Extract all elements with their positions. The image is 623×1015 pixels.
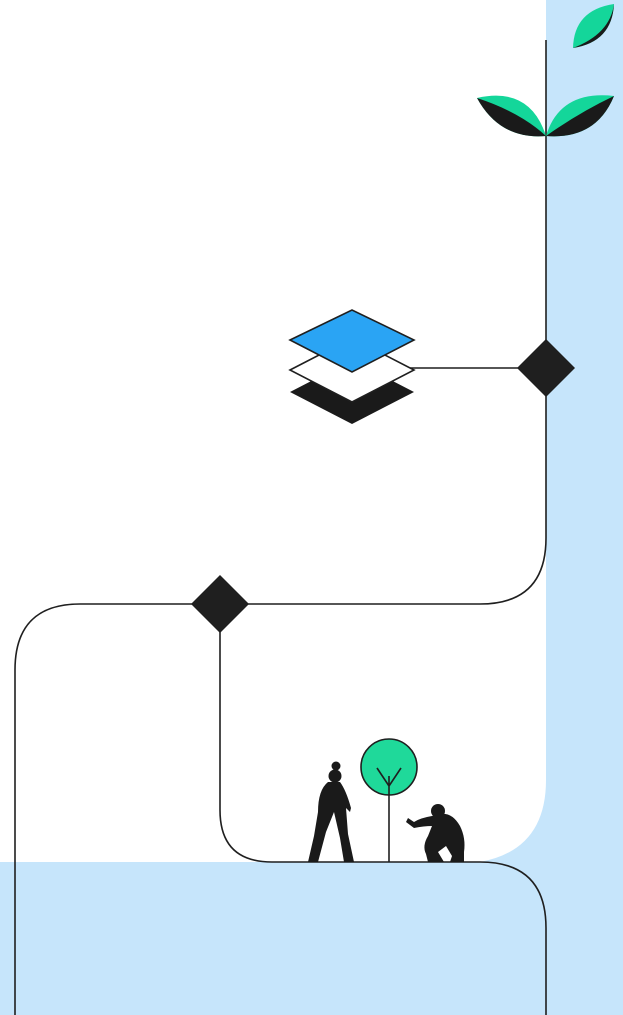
sprout-icon: [477, 4, 614, 137]
ground-curve-line: [219, 632, 547, 1015]
person-standing-icon: [308, 761, 354, 862]
sprout-top-leaf-shadow: [573, 4, 614, 48]
person-standing-head: [328, 769, 342, 783]
sprout-top-leaf: [573, 4, 614, 48]
path-lines: [14, 40, 547, 1015]
bottom-blue-panel: [0, 780, 546, 1015]
person-standing-bun: [331, 761, 341, 771]
layers-icon: [288, 309, 416, 424]
tree-branches: [376, 767, 402, 795]
diamond-node-icon: [191, 575, 249, 633]
diamond-node-icon: [517, 339, 575, 397]
upper-curve-line: [248, 396, 547, 605]
right-blue-panel: [546, 0, 623, 1015]
sprout-right-leaf-shadow: [546, 96, 614, 137]
person-crouching-body: [406, 813, 465, 862]
layer-top: [288, 309, 416, 373]
left-curve-line: [14, 603, 192, 1015]
person-crouching-icon: [406, 804, 465, 862]
tree-icon: [360, 738, 418, 862]
person-standing-body: [308, 782, 354, 862]
sprout-left-leaf-shadow: [477, 98, 546, 137]
